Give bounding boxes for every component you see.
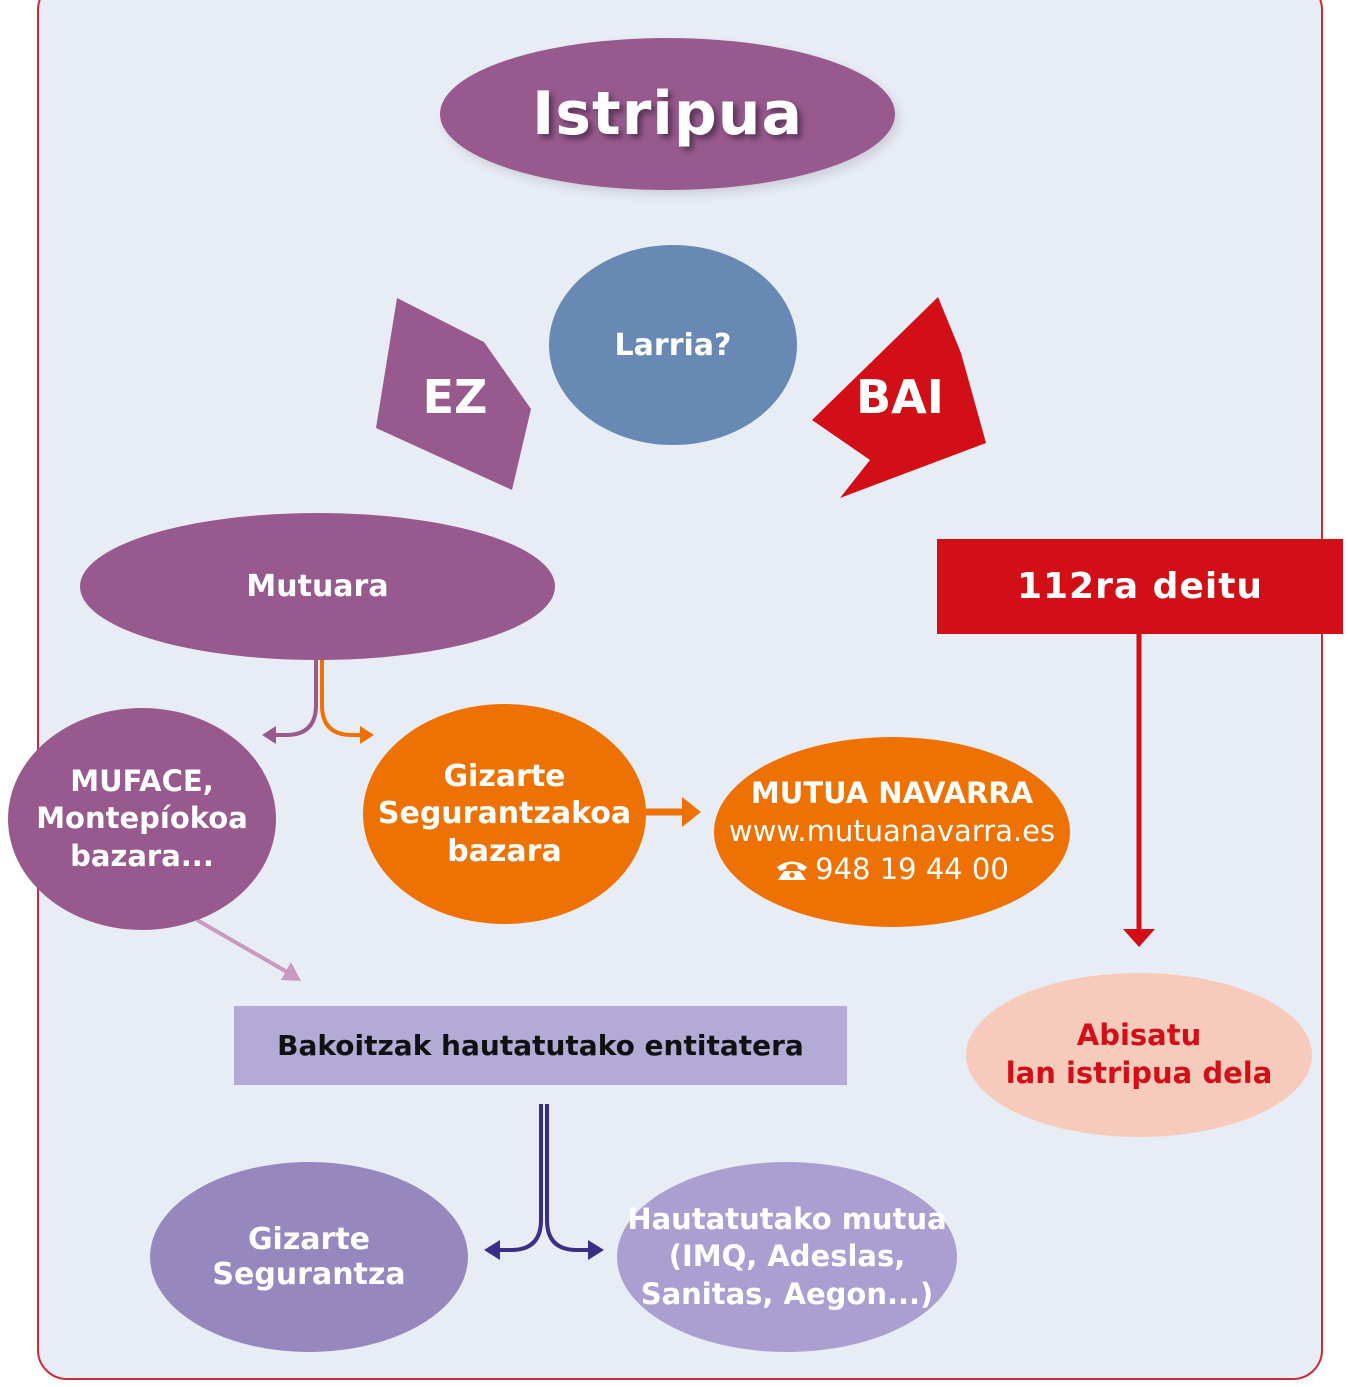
social-security-node: Gizarte Segurantzakoa bazara (363, 704, 646, 924)
entity-text: Bakoitzak hautatutako entitatera (277, 1029, 804, 1062)
option-mutua-line: Hautatutako mutua (627, 1202, 947, 1237)
notify-node: Abisatu lan istripua dela (966, 973, 1312, 1137)
social-security-line: bazara (447, 833, 562, 869)
bottom-arrowhead-left (484, 1240, 500, 1260)
question-text: Larria? (614, 327, 732, 363)
call-112-box: 112ra deitu (937, 539, 1343, 634)
bottom-fork-left (498, 1104, 543, 1252)
mutua-navarra-node: MUTUA NAVARRA www.mutuanavarra.es 948 19… (714, 737, 1070, 927)
option-mutua-line: (IMQ, Adeslas, (668, 1239, 906, 1274)
social-security-line: Gizarte (443, 758, 566, 794)
muface-arrow-line (195, 918, 289, 974)
call-112-text: 112ra deitu (1016, 566, 1264, 607)
title-text: Istripua (531, 79, 804, 149)
mutuara-text: Mutuara (246, 569, 389, 604)
orange-arrowhead (682, 797, 701, 827)
bai-arrow (812, 297, 986, 498)
option-social-node: Gizarte Segurantza (150, 1162, 468, 1352)
mutua-navarra-phone: 948 19 44 00 (815, 851, 1009, 886)
muface-line: Montepíokoa (36, 801, 248, 836)
question-node: Larria? (549, 245, 797, 445)
bottom-arrowhead-right (588, 1240, 604, 1260)
muface-arrowhead (281, 962, 301, 981)
fork-arrowhead-left (262, 726, 276, 744)
bottom-fork-right (545, 1104, 590, 1252)
red-arrowhead (1123, 929, 1155, 947)
title-node: Istripua (440, 38, 895, 190)
option-mutua-node: Hautatutako mutua (IMQ, Adeslas, Sanitas… (617, 1162, 957, 1352)
option-mutua-line: Sanitas, Aegon...) (640, 1276, 934, 1311)
mutua-navarra-name: MUTUA NAVARRA (750, 776, 1034, 811)
phone-icon (777, 861, 808, 880)
answer-no-label: EZ (422, 370, 488, 424)
fork-arrowhead-right (360, 726, 374, 744)
notify-line: Abisatu (1076, 1018, 1202, 1053)
entity-box: Bakoitzak hautatutako entitatera (234, 1006, 847, 1085)
mutuara-fork-orange (320, 658, 362, 737)
muface-node: MUFACE, Montepíokoa bazara... (8, 708, 276, 930)
mutuara-fork-purple (274, 658, 318, 737)
mutua-navarra-phone-row: 948 19 44 00 (729, 851, 1055, 889)
option-social-text: Gizarte Segurantza (212, 1222, 406, 1292)
answer-yes-label: BAI (856, 370, 944, 424)
muface-line: MUFACE, (70, 764, 214, 799)
muface-line: bazara... (70, 838, 214, 873)
ez-arrow (376, 298, 531, 490)
notify-line: lan istripua dela (1005, 1056, 1273, 1090)
mutuara-node: Mutuara (80, 513, 555, 660)
mutua-navarra-web: www.mutuanavarra.es (728, 814, 1056, 849)
diagram-panel (37, 0, 1323, 1380)
social-security-line: Segurantzakoa (377, 796, 632, 832)
